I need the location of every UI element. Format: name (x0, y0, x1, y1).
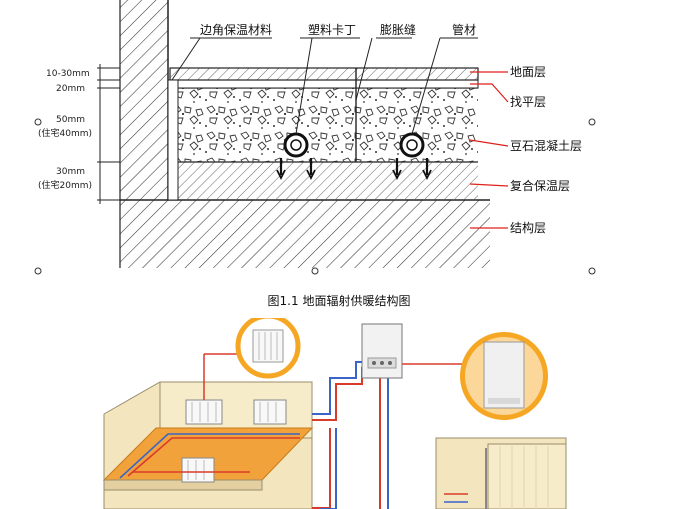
dim-concrete: 50mm (56, 115, 85, 125)
wall (120, 0, 168, 200)
riser-pipes (312, 361, 389, 509)
label-expansion-joint: 膨胀缝 (380, 22, 416, 37)
label-structural-layer: 结构层 (510, 220, 546, 235)
floor-finish (169, 67, 479, 81)
structural-slab (120, 200, 490, 268)
figure-caption: 图1.1 地面辐射供暖结构图 (267, 294, 411, 308)
floor-section-diagram: 10-30mm 20mm 50mm (住宅40mm) 30mm (住宅20mm)… (34, 0, 596, 275)
radiator-1 (185, 399, 223, 425)
label-leveling-layer: 找平层 (510, 95, 546, 109)
dim-insulation-residential: (住宅20mm) (38, 179, 92, 191)
radiator-2 (253, 399, 287, 425)
dim-concrete-residential: (住宅40mm) (38, 127, 92, 139)
radiator-3 (181, 457, 215, 483)
pipe-clip-right (392, 132, 432, 181)
dimension-lines (97, 64, 120, 204)
wall-boiler (361, 323, 430, 379)
corner-insulation (167, 79, 179, 201)
room-right (435, 437, 567, 509)
dim-floor: 10-30mm (46, 69, 90, 79)
selection-handles[interactable] (34, 118, 596, 275)
boiler-callout (430, 332, 548, 420)
dim-leveling: 20mm (56, 84, 85, 94)
label-insulation-layer: 复合保温层 (510, 178, 570, 193)
concrete-layer (178, 88, 478, 162)
radiator-callout (203, 318, 301, 400)
label-floor-layer: 地面层 (510, 65, 546, 79)
insulation-layer (178, 162, 478, 200)
dim-insulation: 30mm (56, 167, 85, 177)
label-concrete-layer: 豆石混凝土层 (510, 138, 582, 153)
label-pipe: 管材 (452, 22, 476, 37)
label-plastic-clip: 塑料卡丁 (308, 22, 356, 37)
system-illustration (102, 318, 567, 509)
label-corner-insulation: 边角保温材料 (200, 23, 272, 37)
floor-pipe-loop (119, 433, 300, 479)
